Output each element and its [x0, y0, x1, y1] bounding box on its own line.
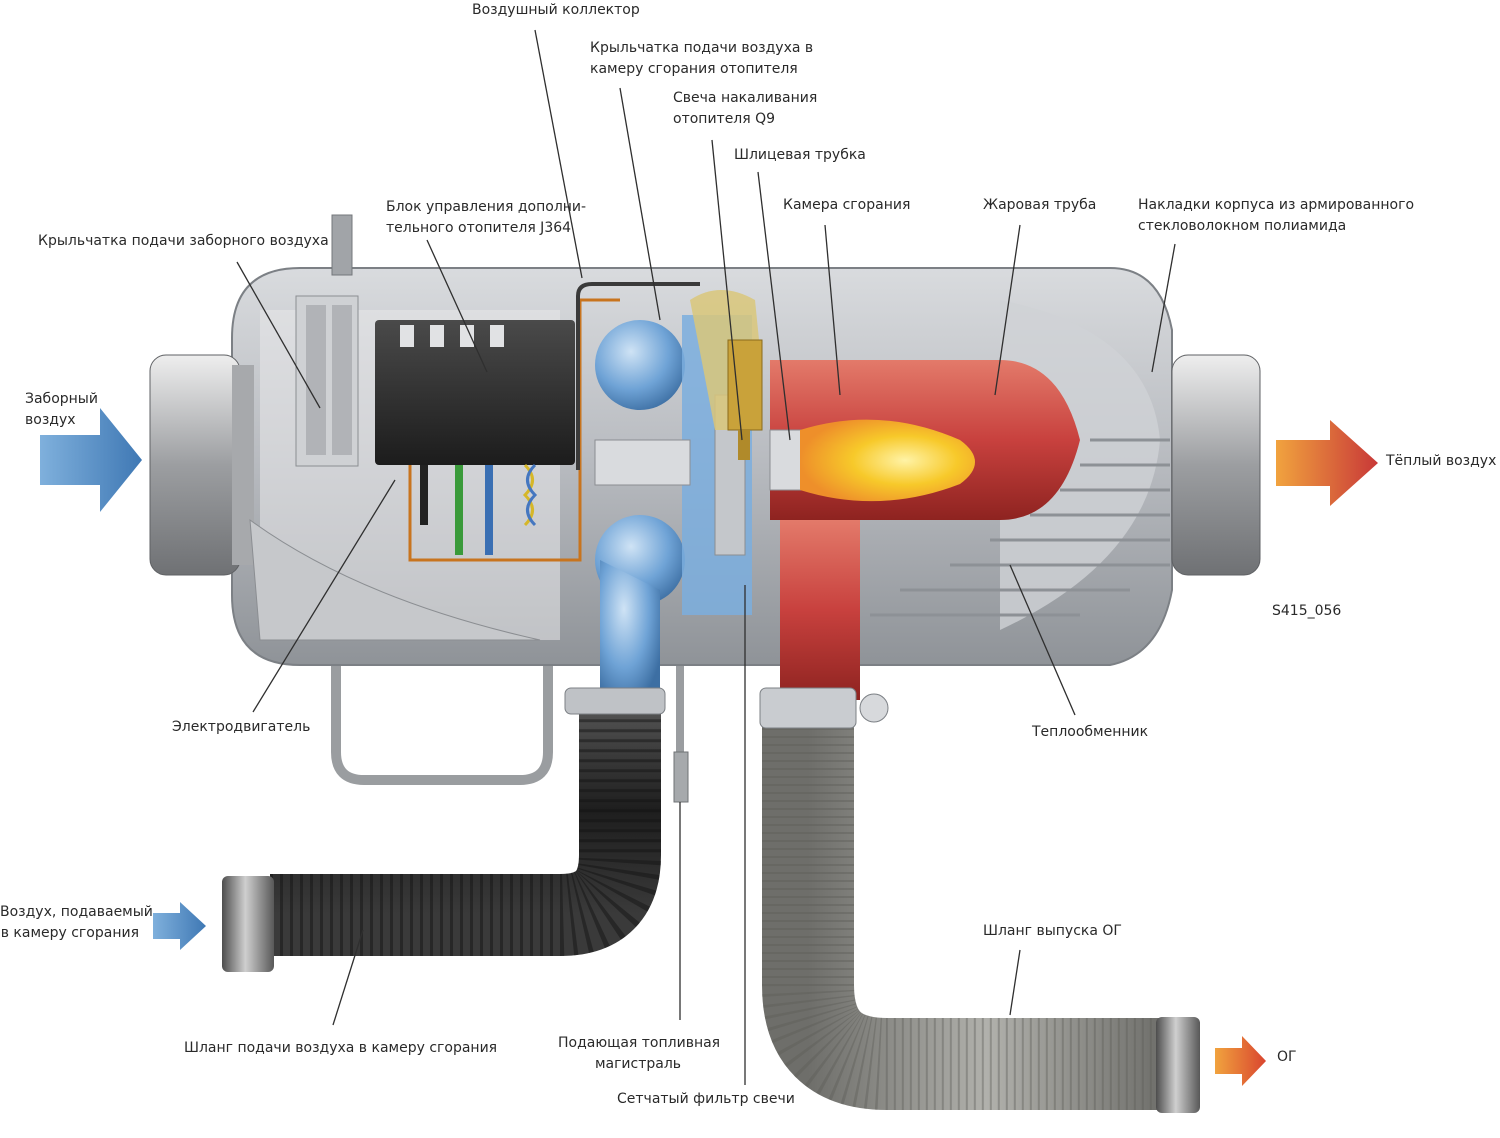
label-line: Свеча накаливания — [673, 90, 818, 106]
outlet-port — [1171, 354, 1261, 576]
leader-lines — [236, 29, 1176, 1085]
label-line: в камеру сгорания — [0, 925, 139, 941]
label-intake-air: Заборный воздух — [25, 389, 98, 431]
label-line: Крыльчатка подачи воздуха в — [590, 40, 814, 56]
flame — [769, 419, 975, 502]
intake-fan — [295, 295, 359, 467]
label-line: стекловолокном полиамида — [1138, 218, 1347, 234]
intake-air-arrow — [40, 408, 142, 512]
label-exhaust-hose: Шланг выпуска ОГ — [983, 923, 1122, 939]
exhaust-arrow — [1215, 1036, 1266, 1086]
label-combustion-air-hose: Шланг подачи воздуха в камеру сгорания — [184, 1040, 498, 1056]
label-line: отопителя Q9 — [673, 111, 776, 127]
label-combustion-fan: Крыльчатка подачи воздуха в камеру сгора… — [590, 38, 813, 80]
combustion-air-hose — [222, 705, 661, 972]
label-combustion-chamber: Камера сгорания — [783, 197, 911, 213]
air-manifold — [576, 282, 700, 470]
heat-exchanger — [870, 438, 1170, 617]
label-line: магистраль — [594, 1056, 682, 1072]
label-line: Блок управления дополни- — [386, 199, 587, 215]
label-line: Подающая топливная — [558, 1035, 721, 1051]
glow-plug-q9 — [690, 290, 763, 460]
label-line: Воздух, подаваемый — [0, 904, 153, 920]
electric-motor — [249, 518, 541, 641]
label-line: Заборный — [25, 391, 98, 407]
label-housing-covers: Накладки корпуса из армированного стекло… — [1138, 195, 1414, 237]
label-intake-fan: Крыльчатка подачи заборного воздуха — [38, 233, 329, 249]
motor-loop-pipe — [331, 500, 553, 785]
label-line: Накладки корпуса из армированного — [1138, 197, 1415, 213]
warm-air-arrow — [1276, 420, 1378, 506]
label-line: воздух — [25, 412, 76, 428]
label-control-unit: Блок управления дополни- тельного отопит… — [386, 197, 586, 239]
combustion-air-arrow — [153, 902, 206, 950]
label-line: тельного отопителя J364 — [386, 220, 572, 236]
label-flame-tube: Жаровая труба — [983, 197, 1097, 213]
control-unit-j364 — [375, 298, 620, 562]
label-glow-plug: Свеча накаливания отопителя Q9 — [673, 88, 817, 130]
intake-port — [149, 354, 254, 576]
label-line: камеру сгорания отопителя — [590, 61, 798, 77]
figure-code: S415_056 — [1272, 603, 1342, 619]
label-heat-exchanger: Теплообменник — [1032, 724, 1149, 740]
label-motor: Электродвигатель — [172, 719, 311, 735]
label-warm-air: Тёплый воздух — [1386, 453, 1497, 469]
label-exhaust: ОГ — [1277, 1049, 1297, 1065]
label-air-manifold: Воздушный коллектор — [472, 2, 640, 18]
label-combustion-air-in: Воздух, подаваемый в камеру сгорания — [0, 902, 153, 944]
label-glow-plug-filter: Сетчатый фильтр свечи — [617, 1091, 795, 1107]
label-slotted-tube: Шлицевая трубка — [734, 147, 866, 163]
exhaust-hose — [762, 712, 1200, 1113]
label-fuel-line: Подающая топливная магистраль — [558, 1033, 721, 1075]
